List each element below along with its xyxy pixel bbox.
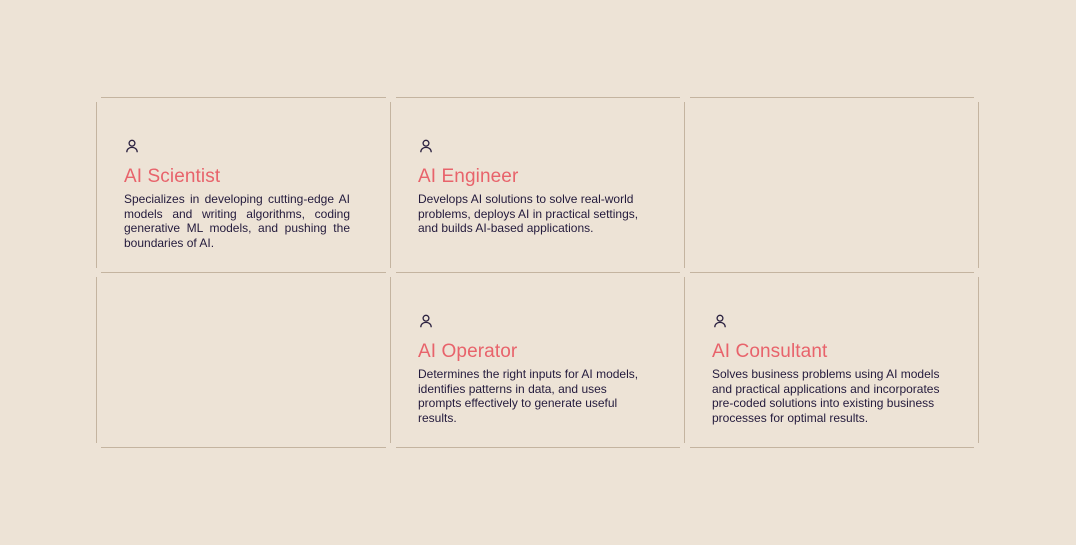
user-icon bbox=[124, 138, 140, 154]
grid-line bbox=[101, 272, 386, 273]
grid-line bbox=[101, 447, 386, 448]
card-description: Develops AI solutions to solve real-worl… bbox=[418, 192, 639, 235]
card-title: AI Operator bbox=[418, 341, 518, 362]
grid-line bbox=[684, 277, 685, 443]
card-ai-operator: AI Operator Determines the right inputs … bbox=[418, 313, 648, 425]
card-ai-scientist: AI Scientist Specializes in developing c… bbox=[124, 138, 350, 250]
card-title: AI Engineer bbox=[418, 166, 519, 187]
user-icon bbox=[712, 313, 728, 329]
grid-line bbox=[978, 277, 979, 443]
grid-line bbox=[101, 97, 386, 98]
grid-line bbox=[690, 272, 974, 273]
grid-line bbox=[690, 97, 974, 98]
user-icon bbox=[418, 313, 434, 329]
card-description: Specializes in developing cutting-edge A… bbox=[124, 192, 350, 250]
grid-line bbox=[396, 272, 680, 273]
grid-line bbox=[96, 102, 97, 268]
grid-line bbox=[96, 277, 97, 443]
grid-line bbox=[684, 102, 685, 268]
grid-line bbox=[390, 102, 391, 268]
user-icon bbox=[418, 138, 434, 154]
grid-line bbox=[690, 447, 974, 448]
card-title: AI Scientist bbox=[124, 166, 221, 187]
card-title: AI Consultant bbox=[712, 341, 828, 362]
card-ai-consultant: AI Consultant Solves business problems u… bbox=[712, 313, 942, 425]
card-ai-engineer: AI Engineer Develops AI solutions to sol… bbox=[418, 138, 648, 236]
grid-line bbox=[396, 447, 680, 448]
grid-line bbox=[396, 97, 680, 98]
grid-line bbox=[978, 102, 979, 268]
card-description: Determines the right inputs for AI model… bbox=[418, 367, 639, 425]
grid-line bbox=[390, 277, 391, 443]
card-description: Solves business problems using AI models… bbox=[712, 367, 940, 425]
